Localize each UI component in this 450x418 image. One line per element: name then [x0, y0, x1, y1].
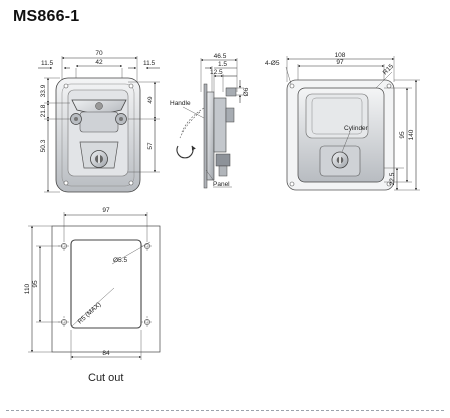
model-title: MS866-1: [13, 8, 80, 25]
dim-front-50-3: 50.3: [40, 139, 47, 152]
dim-front-21-8: 21.8: [40, 104, 47, 117]
dim-front-42: 42: [95, 59, 103, 66]
dim-back-4-dia-5: 4-Ø5: [265, 60, 280, 67]
dim-cutout-r5-max: R5 (MAX): [77, 301, 103, 325]
cutout-view: 97 Ø5.5 R5 (MAX) 110 95: [24, 207, 161, 360]
dim-side-1-5: 1.5: [218, 61, 227, 68]
dim-cutout-97: 97: [102, 207, 110, 214]
dim-cutout-110: 110: [24, 283, 31, 294]
label-handle: Handle: [170, 100, 191, 107]
dim-side-46-5: 46.5: [214, 53, 227, 60]
footer-divider: [6, 410, 444, 411]
dim-front-70: 70: [95, 50, 103, 57]
dim-side-12-5: 12.5: [210, 69, 223, 76]
dim-side-dia-6: Ø6: [243, 87, 250, 96]
dim-cutout-dia-5-5: Ø5.5: [113, 257, 127, 264]
dim-cutout-95: 95: [32, 280, 39, 288]
dim-back-97: 97: [336, 59, 344, 66]
back-view: 108 97 4-Ø5 R15 Cylinder: [265, 52, 420, 191]
dim-front-57: 57: [147, 142, 154, 150]
dim-front-33-9: 33.9: [40, 84, 47, 97]
dim-back-108: 108: [335, 52, 346, 59]
label-cylinder: Cylinder: [344, 125, 369, 132]
cutout-caption: Cut out: [88, 372, 124, 384]
dim-front-11-5-right: 11.5: [143, 60, 156, 67]
dim-back-95: 95: [399, 131, 406, 139]
side-view: 46.5 1.5 12.5 Ø6 Handle Panel: [170, 53, 250, 189]
dim-front-11-5-left: 11.5: [41, 60, 54, 67]
front-view: 70 42 11.5 11.5: [38, 50, 160, 193]
dim-cutout-84: 84: [102, 350, 110, 357]
label-panel: Panel: [213, 181, 230, 188]
dim-back-140: 140: [408, 129, 415, 140]
dim-front-49: 49: [147, 96, 154, 104]
dim-back-22-5: 22.5: [389, 172, 396, 185]
